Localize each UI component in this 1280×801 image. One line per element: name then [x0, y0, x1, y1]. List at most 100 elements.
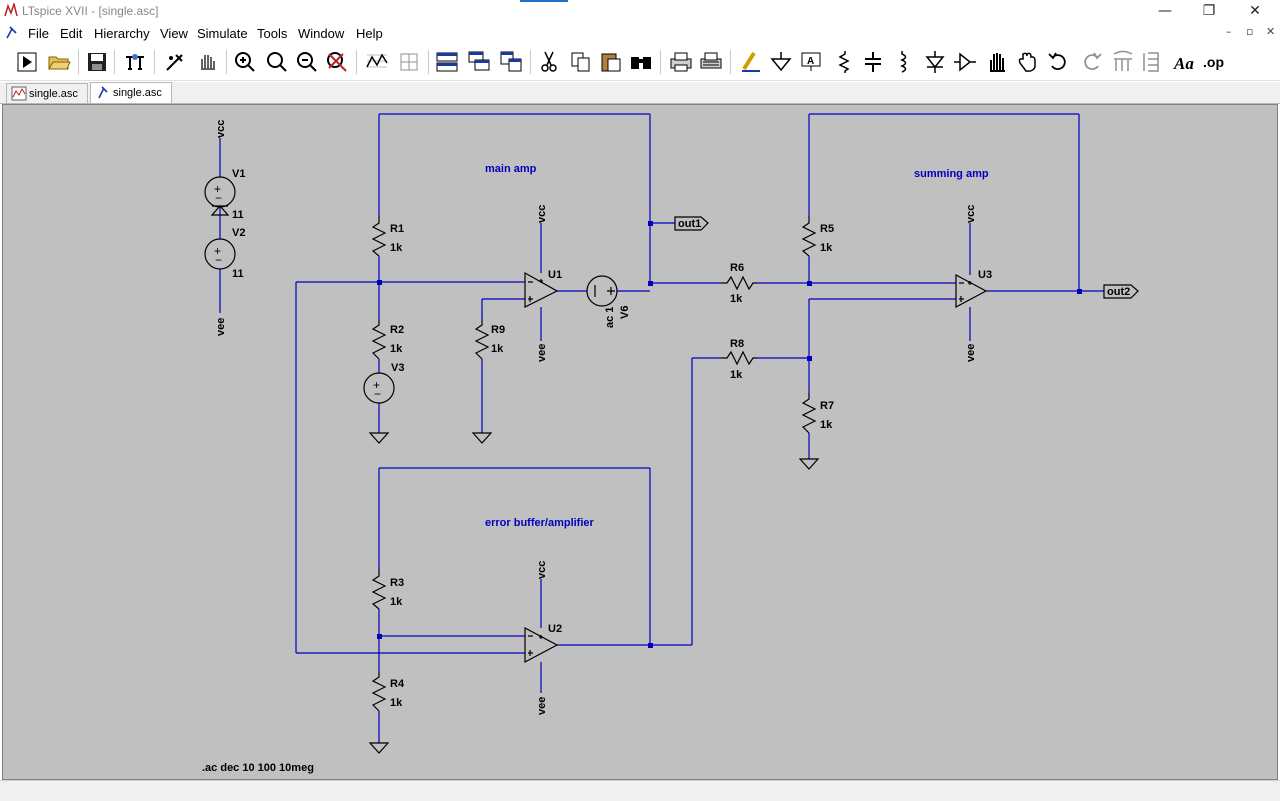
restore-button[interactable]: ❐ — [1202, 3, 1216, 19]
move-icon[interactable] — [984, 49, 1010, 75]
comment-main-amp[interactable]: main amp — [485, 163, 537, 175]
svg-text:.op: .op — [1203, 54, 1224, 70]
value-v1[interactable]: 11 — [232, 209, 244, 221]
rotate-icon[interactable] — [1110, 49, 1136, 75]
probe-icon[interactable] — [162, 49, 188, 75]
schematic-canvas[interactable]: + − + − + − — [2, 104, 1278, 780]
label-r4[interactable]: R4 — [390, 678, 405, 690]
value-r1[interactable]: 1k — [390, 242, 403, 254]
label-r2[interactable]: R2 — [390, 324, 404, 336]
label-v6[interactable]: V6 — [619, 306, 631, 319]
tile-horizontal-icon[interactable] — [434, 49, 460, 75]
cut-icon[interactable] — [536, 49, 562, 75]
label-icon[interactable]: A — [798, 49, 824, 75]
comment-summing-amp[interactable]: summing amp — [914, 168, 989, 180]
find-icon[interactable] — [628, 49, 654, 75]
spice-directive-icon[interactable]: .op — [1202, 49, 1228, 75]
label-u2[interactable]: U2 — [548, 623, 562, 635]
menu-hierarchy[interactable]: Hierarchy — [94, 26, 150, 41]
menu-view[interactable]: View — [160, 26, 188, 41]
menu-help[interactable]: Help — [356, 26, 383, 41]
waveform-icon — [11, 86, 27, 101]
mirror-icon[interactable] — [1140, 49, 1166, 75]
run-icon[interactable] — [14, 49, 40, 75]
spice-directive[interactable]: .ac dec 10 100 10meg — [202, 762, 314, 774]
print-icon[interactable] — [668, 49, 694, 75]
drag-icon[interactable] — [1014, 49, 1040, 75]
grid-icon[interactable] — [396, 49, 422, 75]
zoom-fit-icon[interactable] — [324, 49, 350, 75]
close-button[interactable]: ✕ — [1249, 3, 1261, 19]
mdi-restore-button[interactable]: ▫ — [1246, 25, 1254, 38]
label-r9[interactable]: R9 — [491, 324, 505, 336]
label-r8[interactable]: R8 — [730, 338, 744, 350]
net-label-vee[interactable]: vee — [536, 697, 548, 715]
mdi-minimize-button[interactable]: – — [1226, 25, 1232, 38]
tile-vertical-icon[interactable] — [498, 49, 524, 75]
net-label-vee[interactable]: vee — [536, 344, 548, 362]
value-v6[interactable]: ac 1 — [604, 307, 616, 328]
control-panel-icon[interactable] — [122, 49, 148, 75]
mdi-close-button[interactable]: ✕ — [1266, 25, 1276, 38]
label-u3[interactable]: U3 — [978, 269, 992, 281]
open-icon[interactable] — [46, 49, 72, 75]
resistor-icon[interactable] — [830, 49, 856, 75]
print-setup-icon[interactable] — [698, 49, 724, 75]
redo-icon[interactable] — [1078, 49, 1104, 75]
menu-window[interactable]: Window — [298, 26, 345, 41]
label-r6[interactable]: R6 — [730, 262, 744, 274]
net-label-vcc[interactable]: vcc — [536, 561, 548, 579]
copy-icon[interactable] — [568, 49, 594, 75]
undo-icon[interactable] — [1046, 49, 1072, 75]
autoscale-icon[interactable] — [364, 49, 390, 75]
net-label-vcc[interactable]: vcc — [965, 205, 977, 223]
minimize-button[interactable]: — — [1158, 3, 1172, 19]
cascade-icon[interactable] — [466, 49, 492, 75]
schematic-doc-icon[interactable] — [4, 25, 20, 41]
menu-simulate[interactable]: Simulate — [197, 26, 248, 41]
value-r4[interactable]: 1k — [390, 697, 403, 709]
zoom-area-icon[interactable] — [264, 49, 290, 75]
net-label-vee[interactable]: vee — [965, 344, 977, 362]
label-r5[interactable]: R5 — [820, 223, 834, 235]
label-v2[interactable]: V2 — [232, 227, 245, 239]
net-label-vee[interactable]: vee — [215, 318, 227, 336]
ground-icon[interactable] — [768, 49, 794, 75]
value-r8[interactable]: 1k — [730, 369, 743, 381]
menu-file[interactable]: File — [28, 26, 49, 41]
label-u1[interactable]: U1 — [548, 269, 562, 281]
capacitor-icon[interactable] — [860, 49, 886, 75]
label-v1[interactable]: V1 — [232, 168, 245, 180]
value-r6[interactable]: 1k — [730, 293, 743, 305]
value-r7[interactable]: 1k — [820, 419, 833, 431]
comment-error-buffer[interactable]: error buffer/amplifier — [485, 517, 595, 529]
save-icon[interactable] — [84, 49, 110, 75]
text-icon[interactable]: Aa — [1172, 49, 1198, 75]
inductor-icon[interactable] — [890, 49, 916, 75]
value-r3[interactable]: 1k — [390, 596, 403, 608]
value-v2[interactable]: 11 — [232, 268, 244, 280]
net-label-vcc[interactable]: vcc — [536, 205, 548, 223]
value-r9[interactable]: 1k — [491, 343, 504, 355]
tab-schematic[interactable]: single.asc — [90, 82, 172, 103]
value-r2[interactable]: 1k — [390, 343, 403, 355]
net-label-out2[interactable]: out2 — [1107, 286, 1130, 298]
schematic-drawing[interactable]: + − + − + − — [3, 105, 1278, 780]
diode-icon[interactable] — [922, 49, 948, 75]
component-icon[interactable] — [952, 49, 978, 75]
value-r5[interactable]: 1k — [820, 242, 833, 254]
label-r1[interactable]: R1 — [390, 223, 404, 235]
menu-tools[interactable]: Tools — [257, 26, 288, 41]
label-v3[interactable]: V3 — [391, 362, 404, 374]
wire-icon[interactable] — [738, 49, 764, 75]
tab-waveform[interactable]: single.asc — [6, 83, 88, 103]
label-r3[interactable]: R3 — [390, 577, 404, 589]
net-label-out1[interactable]: out1 — [678, 218, 701, 230]
menu-edit[interactable]: Edit — [60, 26, 83, 41]
zoom-out-icon[interactable] — [294, 49, 320, 75]
label-r7[interactable]: R7 — [820, 400, 834, 412]
pan-icon[interactable] — [194, 49, 220, 75]
net-label-vcc[interactable]: vcc — [215, 120, 227, 138]
zoom-in-icon[interactable] — [232, 49, 258, 75]
paste-icon[interactable] — [598, 49, 624, 75]
